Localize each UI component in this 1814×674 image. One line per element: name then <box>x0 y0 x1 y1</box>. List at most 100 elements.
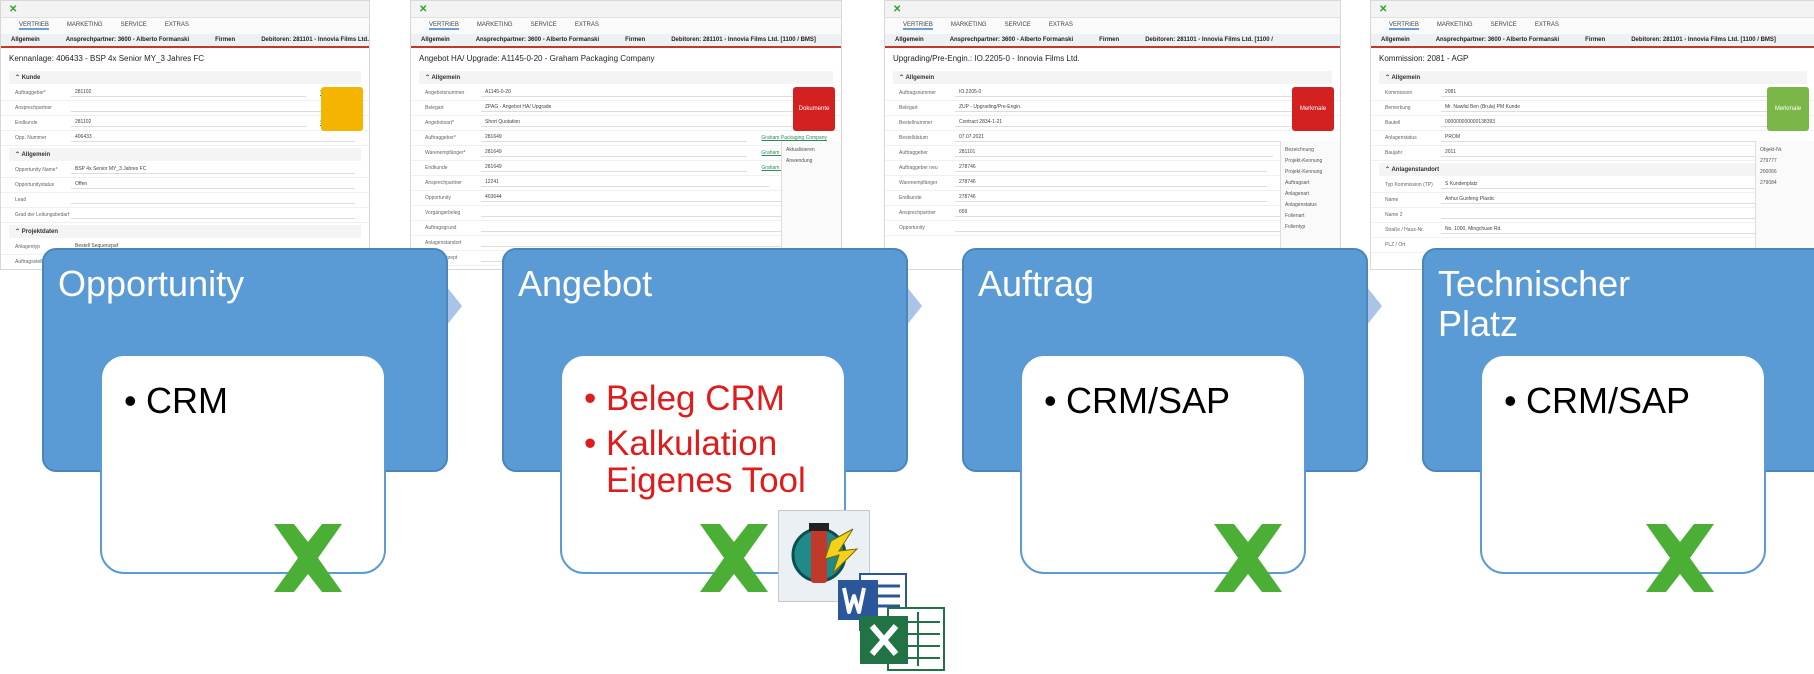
field-value[interactable]: Contract 2834-1-21 <box>955 119 1326 127</box>
record-tab[interactable]: Firmen <box>625 37 646 43</box>
detail-item: Kalkulation Eigenes Tool <box>584 425 806 499</box>
field-value[interactable]: 281102 <box>71 119 306 127</box>
field-link[interactable]: Graham Packaging Company <box>761 135 827 141</box>
field-value[interactable] <box>71 104 355 112</box>
side-panel-item: 200066 <box>1760 169 1777 175</box>
record-tabs: Allgemein Ansprechpartner: 3600 - Alberto… <box>1 34 369 48</box>
field-value[interactable] <box>481 239 827 247</box>
field-value[interactable]: 12241 <box>481 179 770 187</box>
field-value[interactable] <box>955 224 1326 232</box>
field-value[interactable]: 2081 <box>1441 89 1801 97</box>
record-heading: Kommission: 2081 - AGP <box>1379 54 1469 63</box>
field-value[interactable]: S Kundenplatz <box>1441 181 1801 189</box>
record-tab[interactable]: Firmen <box>1099 37 1120 43</box>
app-titlebar: ✕ <box>1371 1 1814 18</box>
record-tab[interactable]: Allgemein <box>895 37 924 43</box>
field-label: Straße / Haus-Nr. <box>1385 227 1424 233</box>
form-row: Auftraggeber*281102Senior Makrons <box>1 86 369 101</box>
field-value[interactable]: Mr. Nawfal Ben (Brula) PM Kunde <box>1441 104 1801 112</box>
record-tab[interactable]: Debitoren: 281101 - Innovia Films Ltd. [… <box>1145 37 1273 43</box>
menu-item[interactable]: VERTRIEB <box>903 22 933 30</box>
menu-item[interactable]: EXTRAS <box>164 22 189 28</box>
field-value[interactable]: 281649 <box>481 134 748 142</box>
form-row: Endkunde278746Innovia Films GmbH <box>885 191 1340 206</box>
field-value[interactable]: 278746 <box>955 164 1267 172</box>
field-value[interactable]: PROM <box>1441 134 1801 142</box>
record-tab[interactable]: Allgemein <box>421 37 450 43</box>
field-value[interactable]: 281101 <box>955 149 1273 157</box>
x-logo-icon: ✕ <box>893 3 902 15</box>
record-tab[interactable]: Allgemein <box>1381 37 1410 43</box>
record-tab[interactable]: Firmen <box>215 37 236 43</box>
menu-item[interactable]: SERVICE <box>530 22 557 28</box>
section-header: ⌃ Projektdaten <box>9 225 361 238</box>
record-heading: Angebot HA/ Upgrade: A1145-0-20 - Graham… <box>419 54 655 63</box>
menu-item[interactable]: MARKETING <box>476 22 513 28</box>
record-tab[interactable]: Allgemein <box>11 37 40 43</box>
side-action-button[interactable]: Merkmale <box>1767 87 1809 131</box>
form-row: Auftraggeber281101Innovia Films Ltd. <box>885 146 1340 161</box>
side-action-button[interactable]: Merkmale <box>1292 87 1334 131</box>
field-label: Bestelldatum <box>899 135 928 141</box>
field-value[interactable]: 406433 <box>71 134 355 142</box>
field-label: Baujahr <box>1385 150 1403 156</box>
field-value[interactable] <box>71 196 355 204</box>
field-label: Anlagenstatus <box>1385 135 1417 141</box>
record-tab[interactable]: Ansprechpartner: 3600 - Alberto Formansk… <box>1435 37 1560 43</box>
field-value[interactable]: ZUP - Upgrading/Pre-Engin. <box>955 104 1326 112</box>
field-value[interactable] <box>481 224 827 232</box>
menu-item[interactable]: EXTRAS <box>574 22 599 28</box>
field-value[interactable]: 2011 <box>1441 149 1801 157</box>
field-value[interactable]: No. 1000, Mingchuan Rd. <box>1441 226 1801 234</box>
field-value[interactable]: IO.2205-0 <box>955 89 1326 97</box>
menu-item[interactable]: MARKETING <box>66 22 103 28</box>
field-label: PLZ / Ort <box>1385 242 1406 248</box>
record-tab[interactable]: Firmen <box>1585 37 1606 43</box>
field-label: Auftragsstellung* <box>15 259 53 265</box>
field-value[interactable]: ZPAG - Angebot HA/ Upgrade <box>481 104 827 112</box>
field-value[interactable] <box>481 209 827 217</box>
record-tab[interactable]: Debitoren: 281101 - Innovia Films Ltd. [… <box>671 37 816 43</box>
menu-item[interactable]: SERVICE <box>1490 22 1517 28</box>
field-value[interactable]: 281102 <box>71 89 306 97</box>
record-tab[interactable]: Debitoren: 281101 - Innovia Films Ltd. [… <box>1631 37 1776 43</box>
field-value[interactable]: 000000000000138393 <box>1441 119 1801 127</box>
record-tab[interactable]: Ansprechpartner: 3600 - Alberto Formansk… <box>949 37 1074 43</box>
field-value[interactable]: 281649 <box>481 164 748 172</box>
menu-item[interactable]: MARKETING <box>1436 22 1473 28</box>
detail-item: CRM/SAP <box>1044 382 1230 421</box>
field-value[interactable]: 278746 <box>955 179 1267 187</box>
field-value[interactable]: 403644 <box>481 194 793 202</box>
side-action-button[interactable]: Dokumente <box>793 87 835 131</box>
side-action-button[interactable] <box>321 87 363 131</box>
field-value[interactable] <box>71 211 355 219</box>
menu-item[interactable]: SERVICE <box>120 22 147 28</box>
field-value[interactable]: 659 <box>955 209 1281 217</box>
menu-item[interactable]: EXTRAS <box>1534 22 1559 28</box>
menu-item[interactable]: EXTRAS <box>1048 22 1073 28</box>
field-value[interactable]: Short Quotation <box>481 119 827 127</box>
menu-item[interactable]: VERTRIEB <box>19 22 49 30</box>
field-value[interactable]: Anhui Guofeng Plastic <box>1441 196 1801 204</box>
field-value[interactable] <box>1441 211 1801 219</box>
field-value[interactable]: A1145-0-20 <box>481 89 827 97</box>
field-value[interactable]: 278746 <box>955 194 1267 202</box>
record-tab[interactable]: Debitoren: 281101 - Innovia Films Ltd. [… <box>261 37 369 43</box>
field-value[interactable]: 281649 <box>481 149 748 157</box>
record-tab[interactable]: Ansprechpartner: 3600 - Alberto Formansk… <box>65 37 190 43</box>
menu-item[interactable]: VERTRIEB <box>1389 22 1419 30</box>
menu-item[interactable]: VERTRIEB <box>429 22 459 30</box>
menu-item[interactable]: SERVICE <box>1004 22 1031 28</box>
field-label: Lead <box>15 197 27 203</box>
menu-item[interactable]: MARKETING <box>950 22 987 28</box>
field-label: Endkunde <box>425 165 448 171</box>
field-value[interactable]: BSP 4x Senior MY_3 Jahres FC <box>71 166 355 174</box>
field-value[interactable]: Offen <box>71 181 355 189</box>
field-value[interactable]: 07.07.2021 <box>955 134 1326 142</box>
record-tab[interactable]: Ansprechpartner: 3600 - Alberto Formansk… <box>475 37 600 43</box>
form-row: Anlagenstatus PROM <box>1371 131 1814 146</box>
